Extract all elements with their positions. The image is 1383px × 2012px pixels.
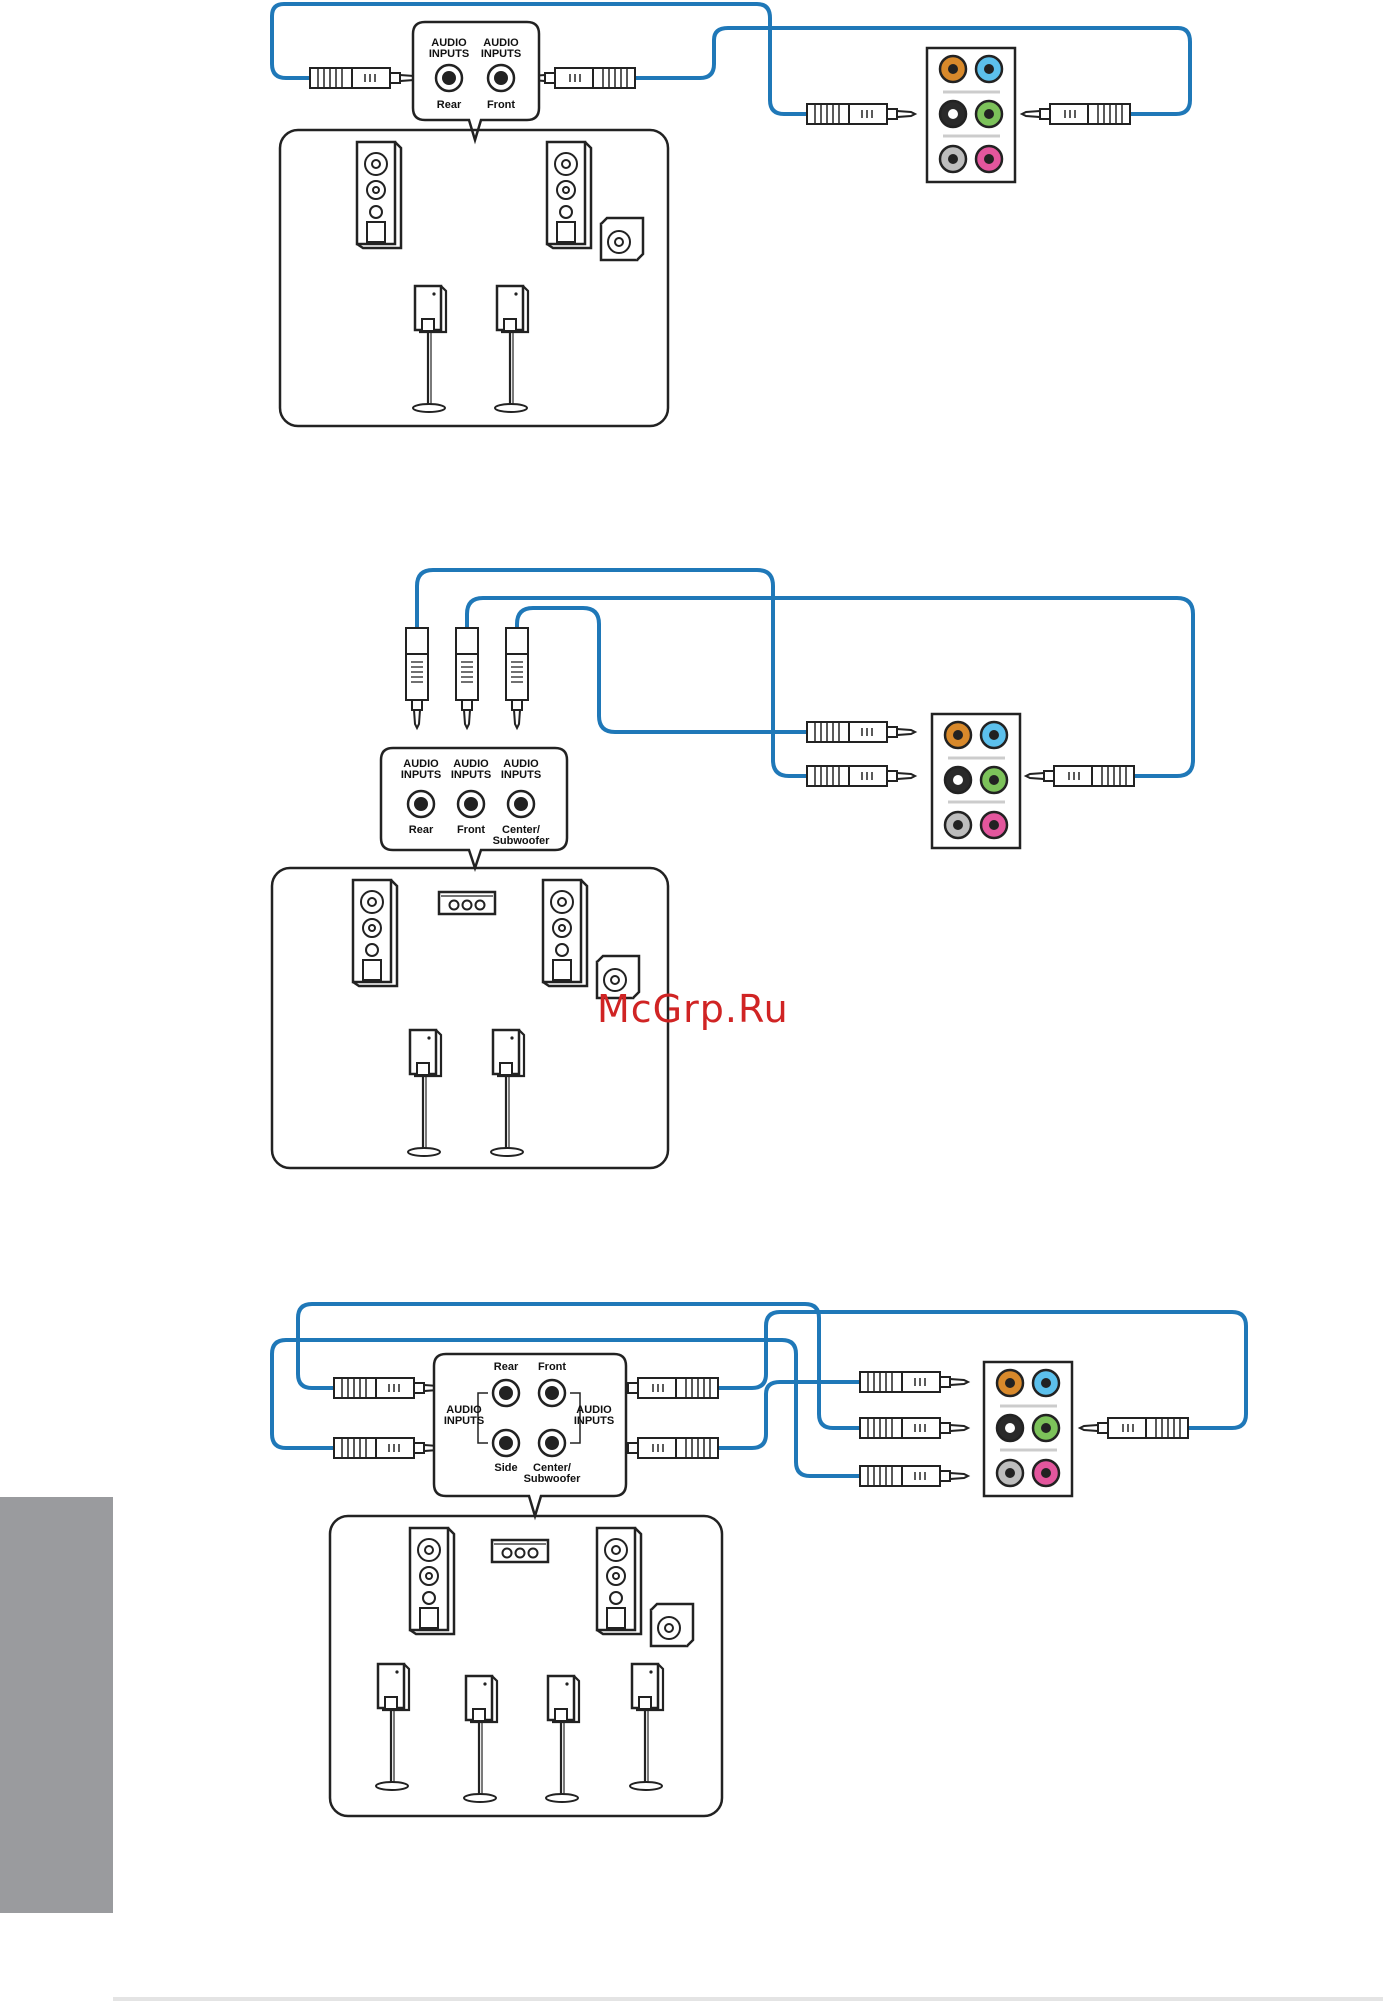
rear-input-jack (493, 1380, 519, 1406)
rear-speaker-right (546, 1676, 579, 1802)
label-line: INPUTS (401, 769, 441, 781)
label-front: Front (457, 824, 485, 836)
rear-input-jack (436, 65, 462, 91)
plug-to-backpanel-3 (1026, 766, 1134, 786)
label-rear: Rear (409, 824, 434, 836)
plug-rear (334, 1378, 442, 1398)
label-line: INPUTS (444, 1415, 484, 1427)
plug-to-backpanel-4 (1080, 1418, 1188, 1438)
plug-rear (406, 628, 428, 728)
plug-to-backpanel-3 (860, 1466, 968, 1486)
footer-rule (113, 1997, 1383, 2001)
label-front: Front (538, 1361, 566, 1373)
plug-center-subwoofer (506, 628, 528, 728)
front-input-jack (458, 791, 484, 817)
side-speaker-left (376, 1664, 409, 1790)
rear-speaker-left (464, 1676, 497, 1802)
watermark: McGrp.Ru (597, 987, 789, 1031)
subwoofer (651, 1604, 693, 1646)
center-speaker (492, 1540, 548, 1562)
subwoofer (601, 218, 643, 260)
rear-io-panel (927, 48, 1015, 182)
label-line: Subwoofer (524, 1473, 582, 1485)
label-line: INPUTS (501, 769, 541, 781)
plug-front (456, 628, 478, 728)
side-speaker-right (630, 1664, 663, 1790)
tower-speaker-right (597, 1528, 641, 1634)
tower-speaker-right (543, 880, 587, 986)
tower-speaker-left (353, 880, 397, 986)
plug-to-backpanel-1 (807, 722, 915, 742)
front-input-jack (488, 65, 514, 91)
chapter-side-tab (0, 1497, 113, 1913)
label-side: Side (494, 1462, 517, 1474)
rear-input-jack (408, 791, 434, 817)
label-line: INPUTS (429, 48, 469, 60)
speaker-box (280, 130, 668, 426)
label-front: Front (487, 99, 515, 111)
satellite-speaker-right (491, 1030, 524, 1156)
label-line: INPUTS (574, 1415, 614, 1427)
tower-speaker-left (357, 142, 401, 248)
speaker-box (330, 1516, 722, 1816)
center-input-jack (539, 1430, 565, 1456)
satellite-speaker-right (495, 286, 528, 412)
satellite-speaker-left (413, 286, 446, 412)
plug-side (334, 1438, 442, 1458)
plug-to-backpanel-2 (1022, 104, 1130, 124)
plug-to-backpanel-2 (860, 1418, 968, 1438)
satellite-speaker-left (408, 1030, 441, 1156)
plug-front (527, 68, 635, 88)
label-line: Subwoofer (493, 835, 551, 847)
center-input-jack (508, 791, 534, 817)
side-input-jack (493, 1430, 519, 1456)
plug-to-backpanel-1 (807, 104, 915, 124)
rear-io-panel (932, 714, 1020, 848)
tower-speaker-right (547, 142, 591, 248)
label-line: INPUTS (451, 769, 491, 781)
plug-to-backpanel-2 (807, 766, 915, 786)
center-speaker (439, 892, 495, 914)
label-rear: Rear (494, 1361, 519, 1373)
plug-rear (310, 68, 418, 88)
front-input-jack (539, 1380, 565, 1406)
label-rear: Rear (437, 99, 462, 111)
label-line: INPUTS (481, 48, 521, 60)
plug-to-backpanel-1 (860, 1372, 968, 1392)
tower-speaker-left (410, 1528, 454, 1634)
rear-io-panel (984, 1362, 1072, 1496)
